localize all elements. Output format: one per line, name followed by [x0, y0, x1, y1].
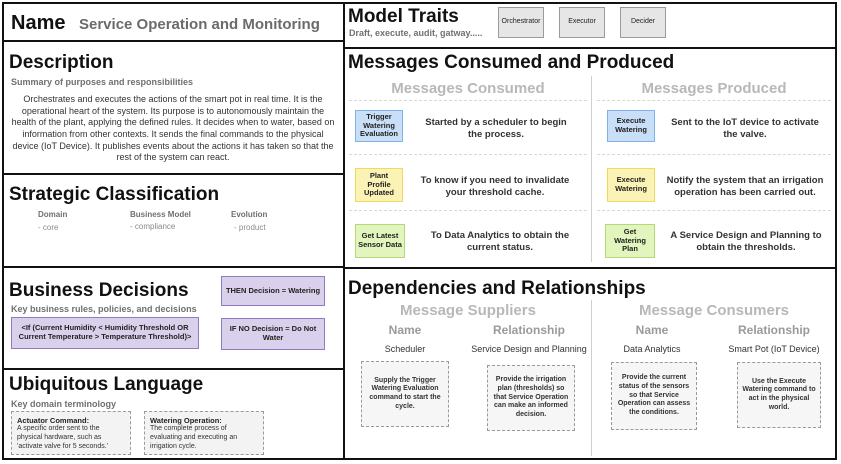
term-watering-operation: Watering Operation: The complete process…	[144, 411, 264, 455]
consumed-description: To Data Analytics to obtain the current …	[430, 230, 570, 254]
description-subtitle: Summary of purposes and responsibilities	[11, 77, 194, 87]
consumed-plant-profile-updated: Plant Profile Updated	[355, 168, 403, 202]
row-separator	[349, 154, 587, 155]
trait-executor: Executor	[559, 7, 605, 38]
term-definition: A specific order sent to the physical ha…	[17, 425, 108, 450]
row-separator	[597, 154, 831, 155]
supplier-relationship-note: Supply the Trigger Watering Evaluation c…	[361, 361, 449, 427]
consumed-description: Started by a scheduler to begin the proc…	[425, 117, 567, 141]
consumed-description: To know if you need to invalidate your t…	[420, 175, 570, 199]
evolution-value: - product	[234, 223, 266, 232]
produced-execute-watering: Execute Watering	[607, 168, 655, 202]
suppliers-relationship-header: Relationship	[492, 323, 565, 337]
strategic-title: Strategic Classification	[9, 184, 220, 205]
dependencies-column-divider	[591, 300, 592, 456]
message-suppliers-title: Message Suppliers	[400, 302, 536, 319]
business-decisions-title: Business Decisions	[9, 280, 189, 301]
messages-column-divider	[591, 76, 592, 262]
divider-name	[4, 40, 343, 42]
column-divider	[343, 4, 345, 458]
produced-description: A Service Design and Planning to obtain …	[670, 230, 822, 254]
consumed-get-latest-sensor-data: Get Latest Sensor Data	[355, 224, 405, 258]
consumers-name-header: Name	[635, 323, 669, 337]
description-title: Description	[9, 52, 114, 73]
term-definition: The complete process of evaluating and e…	[150, 425, 238, 450]
consumer-relationship-note: Use the Execute Watering command to act …	[737, 362, 821, 428]
evolution-label: Evolution	[231, 210, 268, 219]
rule-no-decision: IF NO Decision = Do Not Water	[221, 318, 325, 350]
business-decisions-subtitle: Key business rules, policies, and decisi…	[11, 304, 197, 314]
consumer-name: Smart Pot (IoT Device)	[728, 344, 820, 354]
row-separator	[597, 210, 831, 211]
domain-label: Domain	[38, 210, 68, 219]
divider-description	[4, 173, 343, 175]
trait-decider: Decider	[620, 7, 666, 38]
business-model-label: Business Model	[130, 210, 191, 219]
consumer-relationship-note: Provide the current status of the sensor…	[611, 362, 697, 430]
messages-produced-title: Messages Produced	[641, 80, 787, 97]
business-model-value: - compliance	[130, 222, 176, 231]
divider-business	[4, 368, 343, 370]
suppliers-name-header: Name	[388, 323, 422, 337]
row-separator	[349, 100, 587, 101]
divider-strategic	[4, 266, 343, 268]
term-name: Actuator Command:	[17, 416, 90, 425]
dependencies-title: Dependencies and Relationships	[348, 278, 646, 299]
name-label: Name	[11, 12, 66, 34]
term-name: Watering Operation:	[150, 416, 222, 425]
row-separator	[597, 100, 831, 101]
produced-description: Sent to the IoT device to activate the v…	[671, 117, 819, 141]
ubiquitous-title: Ubiquitous Language	[9, 374, 204, 395]
consumers-relationship-header: Relationship	[737, 323, 810, 337]
rule-if-condition: <If (Current Humidity < Humidity Thresho…	[11, 317, 199, 349]
consumer-name: Data Analytics	[623, 344, 681, 354]
rule-then-watering: THEN Decision = Watering	[221, 276, 325, 306]
divider-traits	[345, 47, 835, 49]
description-text: Orchestrates and executes the actions of…	[11, 94, 335, 163]
supplier-name: Service Design and Planning	[471, 344, 587, 354]
term-actuator-command: Actuator Command: A specific order sent …	[11, 411, 131, 455]
produced-execute-watering: Execute Watering	[607, 110, 655, 142]
row-separator	[349, 210, 587, 211]
model-traits-title: Model Traits	[348, 6, 459, 27]
messages-consumed-title: Messages Consumed	[391, 80, 545, 97]
context-name: Service Operation and Monitoring	[79, 16, 320, 33]
domain-value: - core	[38, 223, 59, 232]
messages-title: Messages Consumed and Produced	[348, 52, 675, 73]
supplier-name: Scheduler	[384, 344, 426, 354]
trait-orchestrator: Orchestrator	[498, 7, 544, 38]
ubiquitous-subtitle: Key domain terminology	[11, 399, 117, 409]
divider-messages	[345, 267, 835, 269]
model-traits-subtitle: Draft, execute, audit, gatway.....	[349, 28, 483, 38]
produced-description: Notify the system that an irrigation ope…	[666, 175, 824, 199]
message-consumers-title: Message Consumers	[638, 302, 790, 319]
consumed-trigger-watering-evaluation: Trigger Watering Evaluation	[355, 110, 403, 142]
supplier-relationship-note: Provide the irrigation plan (thresholds)…	[487, 365, 575, 431]
produced-get-watering-plan: Get Watering Plan	[605, 224, 655, 258]
